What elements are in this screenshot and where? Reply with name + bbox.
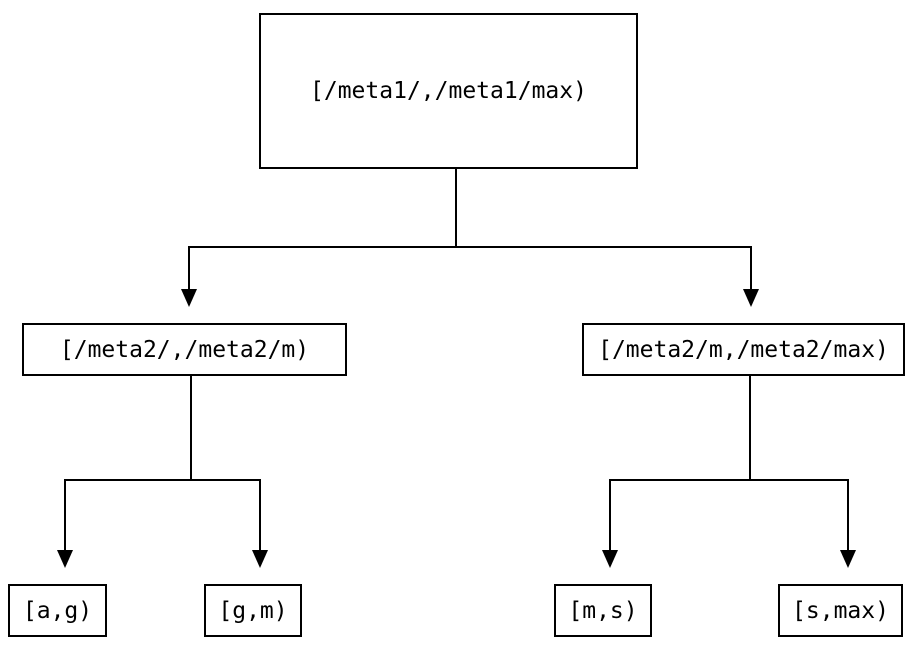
- node-left-interval: [/meta2/,/meta2/m): [22, 323, 347, 376]
- arrow-down-icon: [840, 550, 856, 568]
- arrow-down-icon: [602, 550, 618, 568]
- node-right-interval: [/meta2/m,/meta2/max): [582, 323, 905, 376]
- connector-root-to-left: [188, 246, 190, 290]
- arrow-down-icon: [743, 289, 759, 307]
- connector-root-to-right: [750, 246, 752, 290]
- node-leaf-m-s: [m,s): [554, 584, 652, 637]
- connector-root-branch-line: [188, 246, 752, 248]
- connector-left-to-leaf-gm: [259, 479, 261, 551]
- connector-right-branch-line: [609, 479, 849, 481]
- connector-left-branch-line: [64, 479, 261, 481]
- connector-left-to-leaf-ag: [64, 479, 66, 551]
- connector-right-to-leaf-ms: [609, 479, 611, 551]
- node-leaf-a-g: [a,g): [8, 584, 107, 637]
- arrow-down-icon: [252, 550, 268, 568]
- connector-root-stem: [455, 169, 457, 247]
- connector-right-to-leaf-smax: [847, 479, 849, 551]
- connector-right-stem: [749, 376, 751, 481]
- connector-left-stem: [190, 376, 192, 481]
- node-leaf-s-max: [s,max): [778, 584, 903, 637]
- node-leaf-g-m: [g,m): [204, 584, 302, 637]
- arrow-down-icon: [181, 289, 197, 307]
- node-root-interval: [/meta1/,/meta1/max): [259, 13, 638, 169]
- arrow-down-icon: [57, 550, 73, 568]
